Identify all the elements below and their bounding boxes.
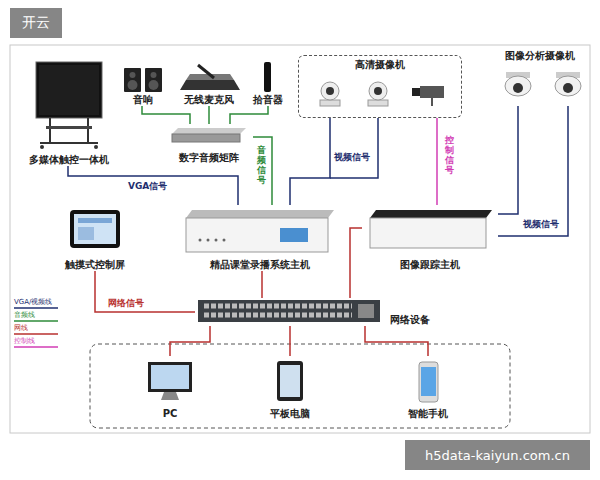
- display-device: 多媒体触控一体机: [22, 58, 116, 166]
- signal-connector: [208, 106, 210, 124]
- signal-connector: [253, 137, 272, 205]
- touch-panel: 触摸式控制屏: [52, 205, 138, 271]
- signal-connector: [498, 106, 518, 214]
- device-label: 平板电脑: [270, 408, 310, 420]
- device-label: 智能手机: [408, 408, 448, 420]
- signal-label: VGA信号: [128, 181, 167, 192]
- watermark-box: h5data-kaiyun.com.cn: [405, 440, 590, 470]
- signal-label-holder: 网络信号: [108, 298, 144, 309]
- signal-connector: [290, 118, 330, 205]
- signal-connector: [230, 106, 268, 124]
- signal-connector: [365, 326, 428, 356]
- network-switch: 网络设备: [195, 298, 432, 326]
- legend-text: 控制线: [14, 337, 35, 345]
- tracking-host: 图像跟踪主机: [362, 205, 498, 271]
- legend-line: [14, 346, 58, 348]
- device-label: 图像分析摄像机: [505, 50, 575, 62]
- device-label: 多媒体触控一体机: [29, 154, 109, 166]
- watermark: h5data-kaiyun.com.cn: [425, 448, 570, 463]
- signal-label-holder: 视频信号: [334, 152, 370, 163]
- pc-illustration: [148, 362, 192, 400]
- dome-camera-illustration: [505, 72, 581, 96]
- signal-label: 音频信号: [257, 146, 266, 186]
- speaker-device: 音响: [118, 64, 168, 106]
- terminal-group-outline: [90, 344, 510, 428]
- signal-label-holder: 控制信号: [445, 136, 454, 176]
- camera-illustration: [320, 82, 444, 106]
- legend-row: VGA/视频线: [14, 298, 52, 306]
- pickup-mic: 拾音器: [249, 60, 287, 106]
- signal-connector: [68, 166, 238, 205]
- touch-panel-illustration: [70, 210, 120, 248]
- signal-label: 视频信号: [523, 219, 559, 230]
- device-label: 网络设备: [390, 314, 430, 326]
- signal-label-holder: 音频信号: [257, 146, 266, 186]
- legend-line: [14, 333, 58, 335]
- device-label: 精品课堂录播系统主机: [210, 259, 310, 271]
- device-label: 触摸式控制屏: [65, 259, 125, 271]
- legend-line: [14, 307, 58, 309]
- signal-connector: [350, 228, 362, 298]
- device-label: 无线麦克风: [184, 94, 234, 106]
- brand-tag-box: 开云: [10, 8, 62, 38]
- camera-group: 高清摄像机: [298, 55, 462, 118]
- legend-text: 音频线: [14, 311, 35, 319]
- video-wire: [498, 106, 568, 236]
- matrix-illustration: [172, 128, 246, 142]
- wireless-mic: 无线麦克风: [174, 62, 244, 106]
- display-illustration: [36, 62, 102, 149]
- video-wire: [330, 118, 378, 178]
- device-label: 图像跟踪主机: [400, 259, 460, 271]
- signal-connector: [142, 106, 190, 124]
- signal-connector: [436, 118, 438, 205]
- legend-text: 网线: [14, 324, 28, 332]
- signal-connector: [261, 271, 263, 298]
- legend-row: 音频线: [14, 311, 35, 319]
- signal-connector: [170, 326, 210, 356]
- speaker-illustration: [124, 68, 162, 92]
- signal-label: 控制信号: [445, 136, 454, 176]
- audio-matrix: 数字音频矩阵: [165, 124, 253, 164]
- device-label: 数字音频矩阵: [179, 152, 239, 164]
- signal-label-holder: VGA信号: [128, 181, 167, 192]
- pc-device: PC: [135, 356, 205, 420]
- brand-tag: 开云: [22, 14, 50, 32]
- signal-connector: [95, 271, 195, 312]
- recording-host-illustration: [186, 210, 334, 252]
- dome-camera-pair: 图像分析摄像机: [490, 50, 590, 106]
- tablet-device: 平板电脑: [255, 356, 325, 420]
- tablet-illustration: [277, 361, 303, 401]
- pickup-illustration: [264, 62, 271, 92]
- legend-line: [14, 320, 58, 322]
- mic-illustration: [180, 65, 240, 90]
- legend-text: VGA/视频线: [14, 298, 52, 306]
- device-label: 音响: [133, 94, 153, 106]
- tracking-host-illustration: [370, 210, 492, 248]
- diagram-frame: [10, 45, 590, 433]
- signal-label: 视频信号: [334, 152, 370, 163]
- phone-device: 智能手机: [393, 356, 463, 420]
- device-label: PC: [163, 408, 178, 420]
- legend-row: 控制线: [14, 337, 35, 345]
- recording-host: 精品课堂录播系统主机: [180, 205, 340, 271]
- switch-illustration: [198, 300, 380, 322]
- device-label: 高清摄像机: [355, 59, 405, 71]
- signal-label: 网络信号: [108, 298, 144, 309]
- phone-illustration: [419, 362, 438, 402]
- legend-row: 网线: [14, 324, 28, 332]
- signal-connector: [289, 326, 291, 356]
- signal-label-holder: 视频信号: [523, 219, 559, 230]
- device-label: 拾音器: [253, 94, 283, 106]
